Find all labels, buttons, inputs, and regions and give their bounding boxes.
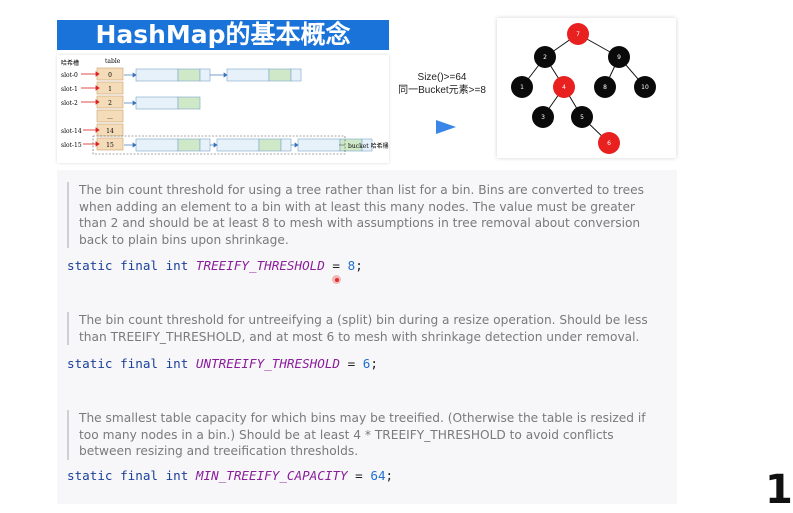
arrow-right-icon	[436, 120, 456, 134]
tree-node-black	[532, 106, 554, 128]
table-index: 1	[108, 86, 112, 93]
code-constant-name: TREEIFY_THRESHOLD	[195, 258, 325, 273]
tree-node-black	[571, 106, 593, 128]
slot-label: slot-2	[61, 100, 78, 107]
bucket-label: bucket 哈希桶	[348, 142, 389, 150]
untreeify-comment: The bin count threshold for untreeifying…	[67, 312, 665, 345]
table-index: 0	[108, 72, 112, 79]
code-operator: =	[347, 356, 356, 371]
table-column	[96, 67, 124, 151]
tree-node-black	[534, 46, 556, 68]
treeify-condition: Size()>=64 同一Bucket元素>=8	[392, 71, 492, 97]
code-modifiers: static final int	[67, 258, 189, 273]
code-modifiers: static final int	[67, 468, 189, 483]
code-constant-name: MIN_TREEIFY_CAPACITY	[195, 468, 348, 483]
code-value: 64	[370, 468, 386, 483]
tree-node-label: 5	[580, 114, 584, 121]
tree-node-black	[634, 76, 656, 98]
tree-node-label: 1	[520, 84, 524, 91]
tree-node-black	[594, 76, 616, 98]
code-modifiers: static final int	[67, 356, 189, 371]
red-black-tree: 7 2 9 1 4 8 10 3 5 6	[497, 18, 676, 158]
untreeify-declaration: static final int UNTREEIFY_THRESHOLD = 6…	[67, 356, 378, 371]
slot-arrows	[81, 71, 100, 147]
tree-node-label: 7	[576, 31, 580, 38]
slot-label: slot-14	[61, 128, 82, 135]
tree-node-black	[511, 76, 533, 98]
tree-node-label: 6	[607, 140, 611, 147]
code-value: 6	[362, 356, 371, 371]
slide-title: HashMap的基本概念	[57, 20, 389, 50]
table-index: ...	[107, 114, 113, 121]
javadoc-panel: The bin count threshold for using a tree…	[57, 170, 677, 504]
hashmap-diagram-svg: 哈希槽 table 0 1 2 ... 14 15 slot-0 slot-1 …	[61, 58, 389, 155]
code-semicolon: ;	[385, 468, 394, 483]
slot-label: slot-1	[61, 86, 78, 93]
code-value: 8	[347, 258, 356, 273]
condition-bucket: 同一Bucket元素>=8	[398, 85, 486, 96]
tree-node-black	[608, 46, 630, 68]
slot-label: slot-15	[61, 142, 82, 149]
tree-node-label: 4	[562, 84, 566, 91]
condition-size: Size()>=64	[417, 72, 467, 83]
red-black-tree-svg: 7 2 9 1 4 8 10 3 5 6	[511, 23, 656, 154]
code-semicolon: ;	[370, 356, 378, 371]
tree-node-red	[553, 76, 575, 98]
tree-node-label: 2	[543, 54, 547, 61]
code-operator: =	[332, 258, 341, 273]
tree-node-label: 3	[541, 114, 545, 121]
tree-node-label: 9	[617, 54, 621, 61]
min-capacity-declaration: static final int MIN_TREEIFY_CAPACITY = …	[67, 468, 393, 483]
code-constant-name: UNTREEIFY_THRESHOLD	[195, 356, 340, 371]
code-semicolon: ;	[355, 258, 363, 273]
tree-node-label: 8	[603, 84, 607, 91]
code-operator: =	[355, 468, 363, 483]
treeify-declaration: static final int TREEIFY_THRESHOLD = 8;	[67, 258, 363, 273]
tree-node-label: 10	[641, 84, 649, 91]
min-capacity-comment: The smallest table capacity for which bi…	[67, 410, 665, 460]
table-index: 2	[108, 100, 112, 107]
chain-arrows	[124, 72, 299, 148]
tree-node-red	[598, 132, 620, 154]
hashmap-diagram: 哈希槽 table 0 1 2 ... 14 15 slot-0 slot-1 …	[57, 55, 389, 163]
table-index: 14	[106, 128, 114, 135]
bucket-chains	[135, 68, 373, 152]
diagram-header-table: table	[105, 58, 121, 65]
mouse-pointer-icon	[332, 275, 341, 284]
treeify-comment: The bin count threshold for using a tree…	[67, 182, 665, 248]
corner-glyph: 1	[765, 467, 793, 513]
tree-node-red	[567, 23, 589, 45]
slot-label: slot-0	[61, 72, 78, 79]
table-index: 15	[106, 142, 114, 149]
diagram-header-slot: 哈希槽	[61, 59, 79, 67]
